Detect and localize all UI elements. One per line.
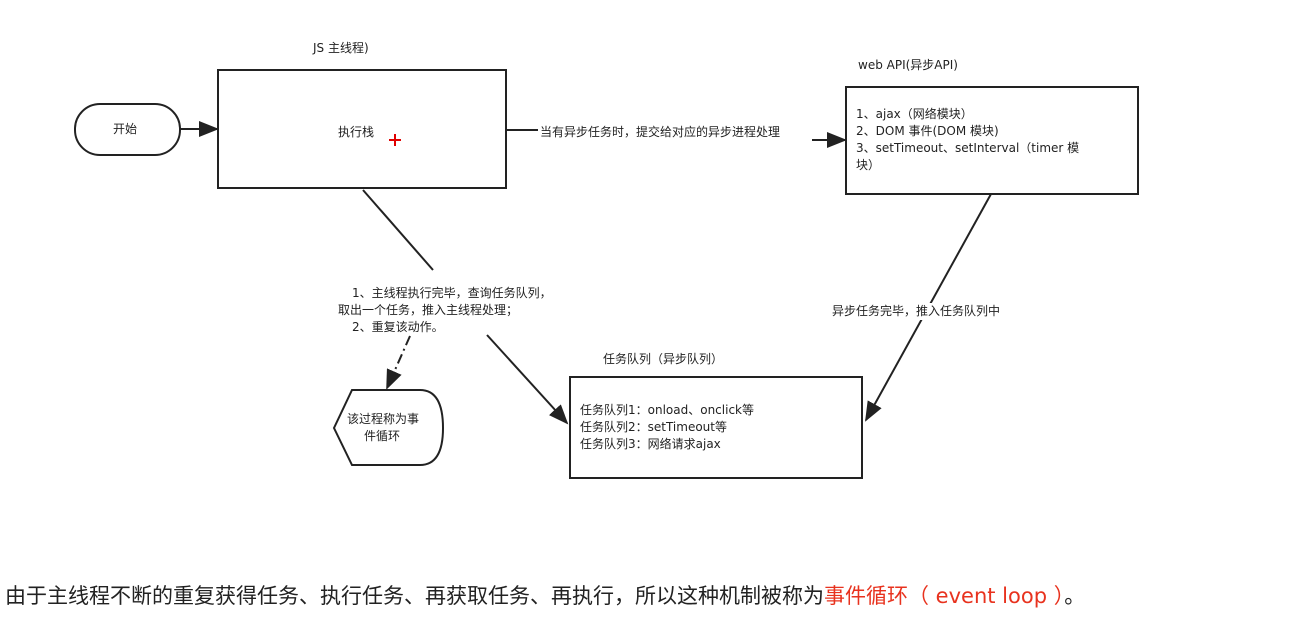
webapi-line: 2、DOM 事件(DOM 模块): [856, 124, 999, 138]
main-thread-box: [217, 69, 507, 189]
loop-note-line: 1、主线程执行完毕，查询任务队列，: [352, 286, 552, 300]
webapi-line: 3、setTimeout、setInterval（timer 模: [856, 141, 1080, 155]
webapi-title: web API(异步API): [858, 58, 958, 72]
dashdot-arrow: [386, 335, 411, 390]
cursor-cross-icon: [389, 134, 401, 146]
event-loop-shape: [332, 389, 445, 466]
main-thread-title: JS 主线程): [313, 41, 369, 55]
event-loop-shape-line: 该过程称为事: [347, 412, 420, 426]
caption: 由于主线程不断的重复获得任务、执行任务、再获取任务、再执行，所以这种机制被称为事…: [5, 580, 1085, 610]
task-queue-line: 任务队列2：setTimeout等: [580, 420, 727, 434]
caption-highlight: 事件循环（ event loop ）: [824, 584, 1065, 608]
loop-note-line: 取出一个任务，推入主线程处理；: [338, 303, 519, 317]
task-queue-box: [569, 376, 863, 479]
stack-label: 执行栈: [338, 125, 375, 139]
webapi-line: 1、ajax（网络模块）: [856, 107, 973, 121]
caption-end: 。: [1064, 584, 1086, 608]
task-queue-line: 任务队列1：onload、onclick等: [580, 403, 754, 417]
webapi-box: [845, 86, 1139, 195]
start-label: 开始: [113, 122, 138, 136]
webapi-line: 块）: [856, 158, 881, 172]
to-webapi-label: 当有异步任务时，提交给对应的异步进程处理: [540, 125, 781, 139]
task-queue-title: 任务队列（异步队列）: [603, 352, 724, 366]
to-queue-label: 异步任务完毕，推入任务队列中: [832, 303, 1001, 320]
loop-note-line: 2、重复该动作。: [352, 320, 444, 334]
event-loop-shape-line: 件循环: [364, 429, 401, 443]
arrow-main-to-queue-a: [362, 189, 434, 271]
task-queue-line: 任务队列3：网络请求ajax: [580, 437, 721, 451]
arrow-main-to-queue-b: [486, 334, 569, 425]
caption-main: 由于主线程不断的重复获得任务、执行任务、再获取任务、再执行，所以这种机制被称为: [5, 584, 824, 608]
